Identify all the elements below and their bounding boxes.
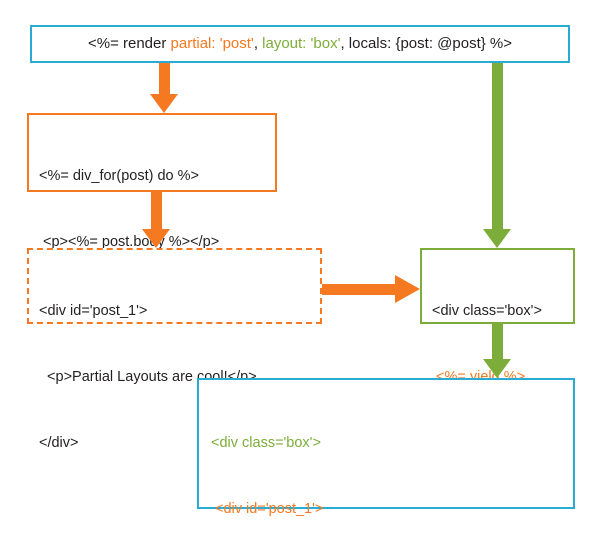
rendered-partial-line-3: </div> xyxy=(39,435,79,451)
arrow-head-down-icon xyxy=(483,229,511,248)
partial-source-line-1: <%= div_for(post) do %> xyxy=(39,168,199,184)
arrow-shaft xyxy=(491,324,503,360)
arrow-partial-to-rendered xyxy=(142,192,170,248)
render-call-seg-1: partial: 'post' xyxy=(170,35,254,52)
node-partial-source: <%= div_for(post) do %> <p><%= post.body… xyxy=(27,113,277,316)
arrow-shaft xyxy=(158,63,170,95)
render-call-seg-2: , xyxy=(253,35,263,52)
render-call-seg-0: <%= render xyxy=(87,35,171,52)
render-call-seg-3: layout: 'box' xyxy=(262,35,341,52)
arrow-rendered-to-layout xyxy=(322,275,420,303)
node-render-call: <%= render partial: 'post', layout: 'box… xyxy=(30,25,570,63)
arrow-head-down-icon xyxy=(483,359,511,378)
arrow-shaft xyxy=(491,63,503,230)
arrow-head-down-icon xyxy=(142,229,170,248)
node-rendered-partial: <div id='post_1'> <p>Partial Layouts are… xyxy=(27,248,322,451)
layout-source-line-1: <div class='box'> xyxy=(432,303,542,319)
node-layout-source: <div class='box'> <%= yield %> </div> xyxy=(420,248,575,451)
arrow-head-down-icon xyxy=(150,94,178,113)
final-output-line-2: <div id='post_1'> xyxy=(211,501,324,517)
render-call-line: <%= render partial: 'post', layout: 'box… xyxy=(88,33,512,55)
node-final-output: <div class='box'> <div id='post_1'> <p>P… xyxy=(197,378,575,517)
rendered-partial-line-1: <div id='post_1'> xyxy=(39,303,148,319)
render-call-seg-4: , locals: {post: @post} %> xyxy=(340,35,513,52)
final-output-line-1: <div class='box'> xyxy=(211,435,321,451)
arrow-layout-to-final xyxy=(483,324,511,378)
arrow-shaft xyxy=(150,192,162,230)
arrow-head-right-icon xyxy=(395,275,420,303)
arrow-shaft xyxy=(322,283,396,295)
arrow-render-to-partial xyxy=(150,63,178,113)
arrow-render-to-layout xyxy=(483,63,511,248)
